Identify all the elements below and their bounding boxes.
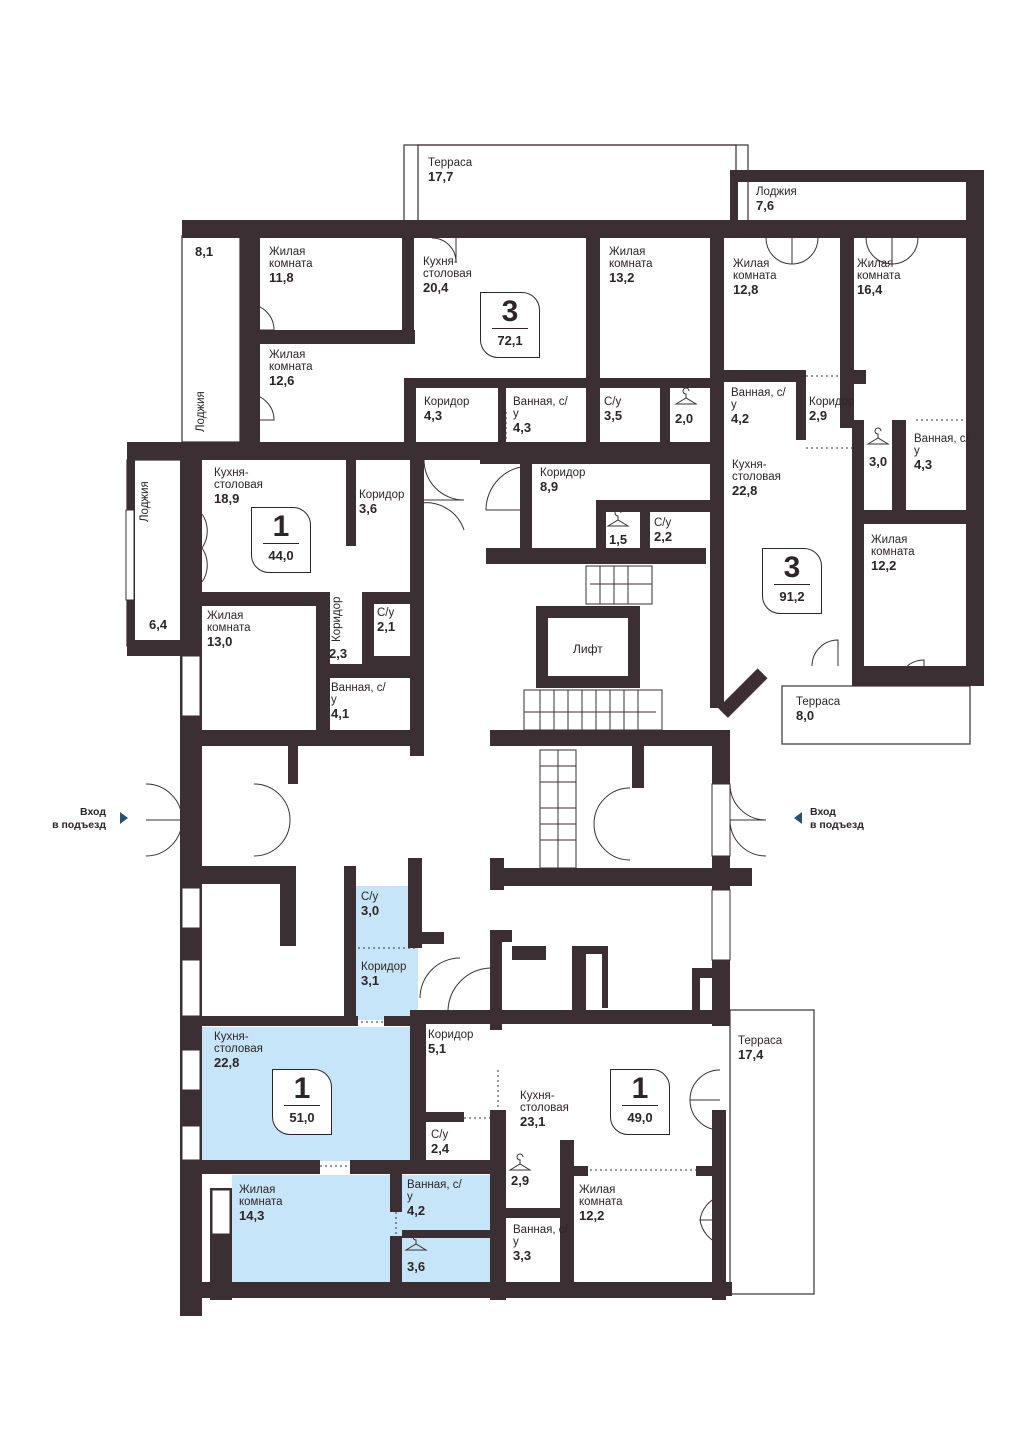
- room-wardrobe-2-9: 2,9: [511, 1173, 530, 1188]
- apartment-badge-1-room-44[interactable]: 1 44,0: [251, 507, 311, 573]
- room-loggia-vertical-left: Лоджия: [139, 481, 151, 522]
- badge-rooms: 1: [272, 510, 290, 543]
- badge-area: 72,1: [497, 333, 523, 349]
- badge-divider: [492, 328, 528, 330]
- badge-divider: [284, 1105, 320, 1107]
- walls: [127, 170, 984, 1316]
- stairs: [523, 565, 663, 869]
- entrance-right: Вход в подъезд: [810, 806, 890, 832]
- entrance-left: Вход в подъезд: [36, 806, 106, 832]
- room-loggia-6-4: 6,4: [149, 617, 168, 632]
- badge-rooms: 3: [783, 551, 801, 584]
- entrance-right-line2: в подъезд: [810, 819, 864, 831]
- wardrobe-hanger-icons: [404, 387, 890, 1251]
- room-wardrobe-2-0: 2,0: [675, 411, 694, 426]
- lift-label: Лифт: [573, 642, 603, 656]
- badge-divider: [774, 584, 810, 586]
- badge-area: 51,0: [289, 1110, 315, 1126]
- badge-area: 49,0: [627, 1110, 653, 1126]
- badge-divider: [622, 1105, 658, 1107]
- badge-area: 91,2: [779, 589, 805, 605]
- room-corridor-2-3-label: Коридор: [331, 596, 343, 642]
- room-wardrobe-3-0: 3,0: [869, 454, 888, 469]
- doors: [145, 237, 925, 1245]
- room-wardrobe-3-6: 3,6: [407, 1259, 426, 1274]
- badge-area: 44,0: [268, 548, 294, 564]
- room-loggia-top-left: 8,1: [195, 244, 214, 259]
- room-loggia-vertical-top: Лоджия: [195, 391, 207, 432]
- entrance-arrows: [120, 812, 802, 824]
- badge-rooms: 3: [501, 295, 519, 328]
- badge-rooms: 1: [293, 1072, 311, 1105]
- highlighted-apartment: [202, 886, 492, 1282]
- windows: [125, 509, 731, 1235]
- badge-rooms: 1: [631, 1072, 649, 1105]
- entrance-left-line1: Вход: [80, 806, 106, 818]
- room-wardrobe-1-5: 1,5: [609, 532, 628, 547]
- room-corridor-2-3-area: 2,3: [329, 646, 348, 661]
- entrance-right-line1: Вход: [810, 806, 836, 818]
- badge-divider: [263, 543, 299, 545]
- apartment-badge-3-rooms-72[interactable]: 3 72,1: [480, 292, 540, 358]
- openings: [320, 298, 966, 1248]
- apartment-badge-1-room-49[interactable]: 1 49,0: [610, 1069, 670, 1135]
- apartment-badge-1-room-51[interactable]: 1 51,0: [272, 1069, 332, 1135]
- apartment-badge-3-rooms-91[interactable]: 3 91,2: [762, 548, 822, 614]
- entrance-left-line2: в подъезд: [52, 819, 106, 831]
